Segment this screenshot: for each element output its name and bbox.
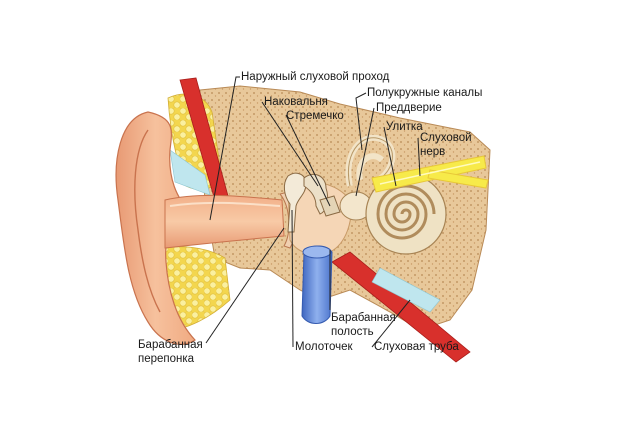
ossicles [283,172,341,233]
leader-cochlea [383,126,397,187]
fluid-strip-lower [371,267,441,313]
label-eardrum-line2: перепонка [138,353,195,365]
semicircular-canals-outline [348,137,393,187]
label-nerve-line1: Слуховой [420,132,472,144]
ear-canal [164,194,285,249]
muscle-lower [331,251,471,363]
label-nerve-line2: нерв [420,146,446,158]
auricle-fold [134,129,161,313]
leader-stapes [285,114,331,207]
leader-semicircular [355,92,367,151]
malleus-bone [283,172,307,233]
label-semicircular-canals: Полукружные каналы [367,87,483,99]
label-vestibule: Преддверие [376,102,442,114]
leader-malleus [291,209,294,348]
label-eustachian-tube: Слуховая труба [374,341,459,353]
eustachian-tube-opening [302,245,332,259]
leader-nerve [417,137,421,177]
label-eardrum-line1: Барабанная [138,339,203,351]
label-stapes: Стремечко [286,110,344,122]
label-malleus: Молоточек [295,341,353,353]
leader-eardrum [205,227,285,344]
leader-vestibule [355,107,375,197]
leader-lines [205,76,421,348]
label-incus: Наковальня [264,96,328,108]
leader-ear-canal [209,76,240,221]
label-cochlea: Улитка [386,121,423,133]
label-cavity-line2: полость [331,326,374,338]
leader-incus [261,101,319,187]
label-ear-canal: Наружный слуховой проход [241,71,390,83]
auditory-nerve [371,155,489,193]
label-cavity-line1: Барабанная [331,312,396,324]
ear-canal-shadow [169,201,281,207]
leader-tube [371,299,411,348]
